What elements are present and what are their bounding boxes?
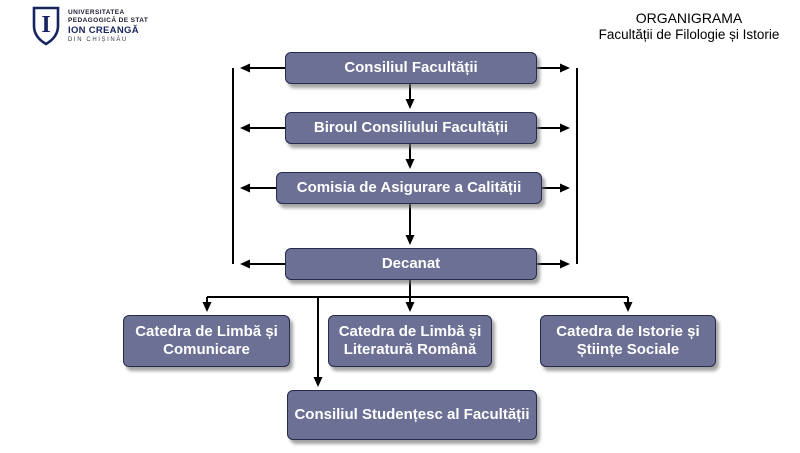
- logo-name-ion-creanga: ION CREANGĂ: [68, 25, 139, 36]
- org-node-catedra-istorie-stiinte-sociale: Catedra de Istorie și Științe Sociale: [540, 315, 716, 367]
- university-shield-icon: I: [32, 6, 60, 46]
- logo-monogram: I: [41, 12, 50, 38]
- title-line-faculty: Facultății de Filologie și Istorie: [598, 27, 780, 42]
- side-rail-connectors: [232, 63, 578, 269]
- title-line-organigrama: ORGANIGRAMA: [635, 10, 743, 26]
- org-node-consiliul-studentesc: Consiliul Studențesc al Facultății: [287, 390, 537, 440]
- org-node-catedra-limba-comunicare: Catedra de Limbă și Comunicare: [123, 315, 290, 367]
- university-logo: I UNIVERSITATEA PEDAGOGICĂ DE STAT ION C…: [30, 6, 148, 46]
- org-node-consiliul-facultatii: Consiliul Facultății: [285, 52, 537, 84]
- org-node-catedra-limba-literatura-romana: Catedra de Limbă și Literatură Română: [328, 315, 492, 367]
- logo-line-pedagogica: PEDAGOGICĂ DE STAT: [68, 17, 149, 24]
- org-node-decanat: Decanat: [285, 248, 537, 280]
- page-title: ORGANIGRAMA Facultății de Filologie și I…: [584, 10, 794, 43]
- logo-line-din-chisinau: DIN CHIȘINĂU: [68, 37, 128, 43]
- org-node-comisia-asigurare-calitatii: Comisia de Asigurare a Calității: [276, 172, 542, 204]
- hierarchy-connectors: [202, 84, 633, 387]
- org-node-biroul-consiliului-facultatii: Biroul Consiliului Facultății: [285, 112, 537, 144]
- logo-text: UNIVERSITATEA PEDAGOGICĂ DE STAT ION CRE…: [68, 6, 148, 45]
- logo-line-universitatea: UNIVERSITATEA: [68, 9, 125, 16]
